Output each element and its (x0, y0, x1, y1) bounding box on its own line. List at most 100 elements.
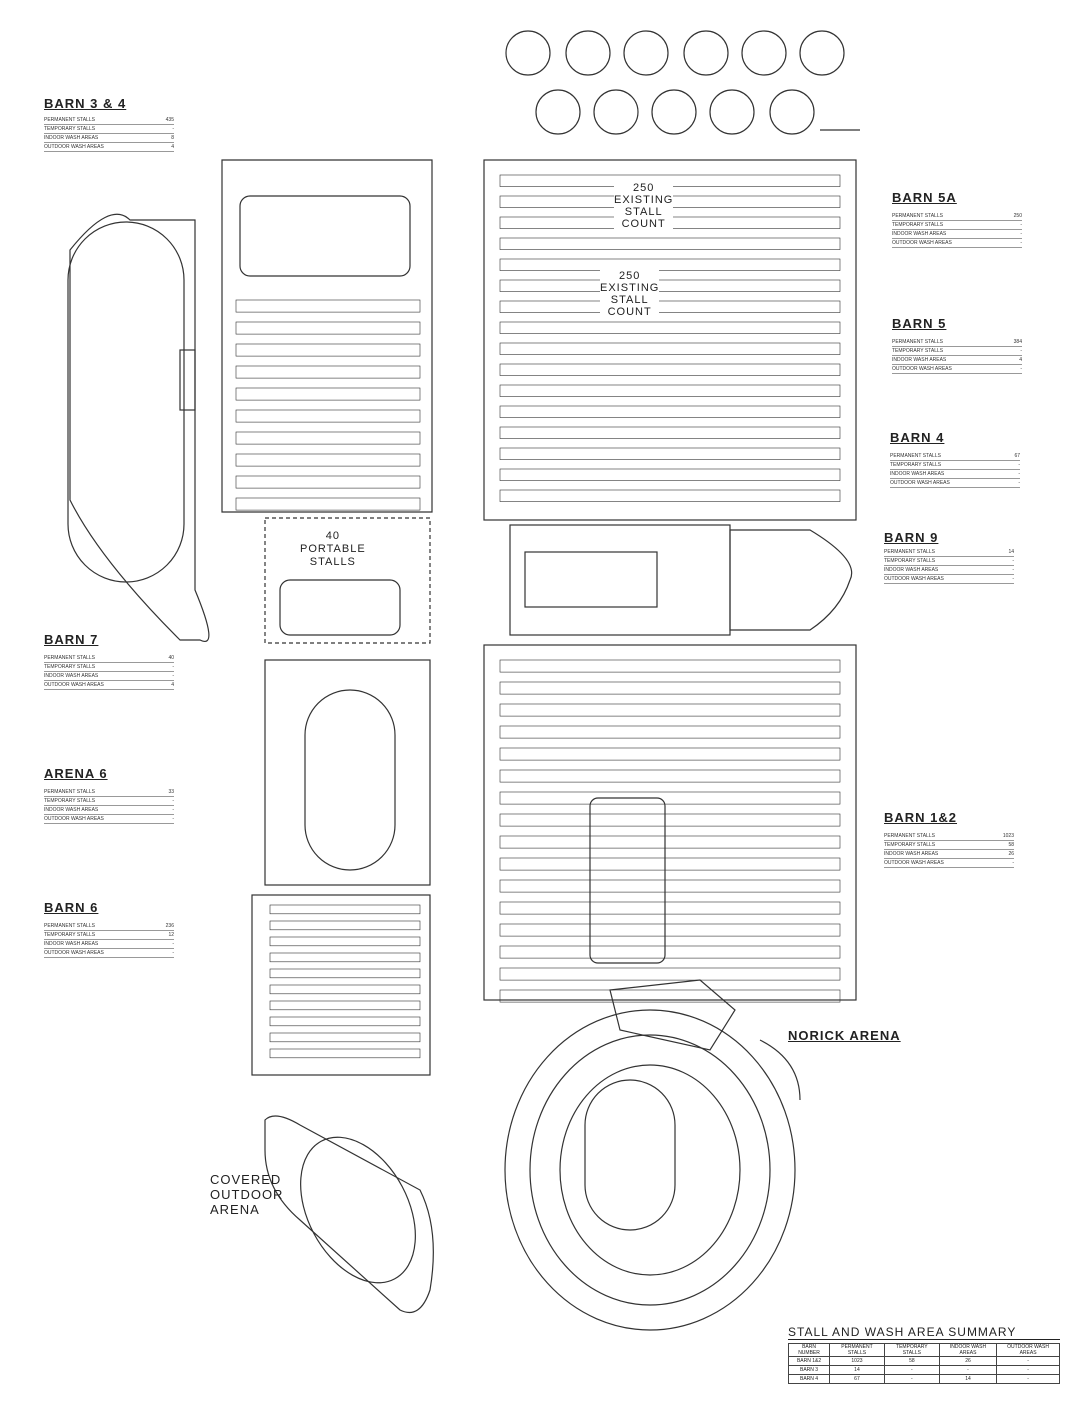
portable-area (264, 517, 431, 644)
legend-row: INDOOR WASH AREAS 8 (44, 134, 174, 143)
legend-value: - (172, 816, 174, 822)
legend-label: PERMANENT STALLS (884, 833, 935, 839)
left-arena-track (67, 221, 185, 583)
legend-label: TEMPORARY STALLS (884, 558, 936, 564)
table-cell: 26 (938, 1356, 998, 1366)
table-cell: 14 (938, 1374, 998, 1384)
legend-value: 8 (171, 135, 174, 141)
legend-value: - (1020, 348, 1022, 354)
legend-value: - (172, 807, 174, 813)
legend-label: INDOOR WASH AREAS (884, 567, 939, 573)
stall-row (269, 1016, 421, 1027)
legend-value: - (1018, 471, 1020, 477)
stall-row (499, 258, 841, 271)
summary-header: INDOOR WASH AREAS (938, 1343, 998, 1357)
legend-row: TEMPORARY STALLS- (892, 221, 1022, 230)
west-block (221, 159, 433, 513)
legend-label: PERMANENT STALLS (890, 453, 941, 459)
legend-row: TEMPORARY STALLS- (890, 461, 1020, 470)
stall-row (499, 835, 841, 849)
stall-row (499, 747, 841, 761)
table-cell: BARN 1&2 (787, 1356, 831, 1366)
legend-label: INDOOR WASH AREAS (44, 807, 99, 813)
legend-value: 4 (171, 144, 174, 150)
legend-value: - (172, 673, 174, 679)
legend-row: OUTDOOR WASH AREAS- (44, 949, 174, 958)
legend-value: 33 (168, 789, 174, 795)
stall-row (499, 342, 841, 355)
summary-title: STALL AND WASH AREA SUMMARY (788, 1325, 1060, 1340)
stall-row (499, 279, 841, 292)
stall-row (499, 489, 841, 502)
barn-1-2-title: BARN 1&2 (884, 810, 958, 825)
legend-row: OUTDOOR WASH AREAS- (892, 365, 1022, 374)
legend-value: - (172, 126, 174, 132)
legend-label: INDOOR WASH AREAS (892, 357, 947, 363)
legend-row: INDOOR WASH AREAS- (884, 566, 1014, 575)
legend-value: 26 (1008, 851, 1014, 857)
stall-row (269, 1032, 421, 1043)
legend-value: - (1020, 222, 1022, 228)
summary-header: TEMPORARY STALLS (883, 1343, 940, 1357)
stall-row (499, 681, 841, 695)
legend-value: - (172, 941, 174, 947)
legend-row: OUTDOOR WASH AREAS- (884, 859, 1014, 868)
legend-row: INDOOR WASH AREAS- (892, 230, 1022, 239)
stall-row (499, 901, 841, 915)
stall-row (269, 904, 421, 915)
summary-header: PERMANENT STALLS (829, 1343, 885, 1357)
barn-5-title: BARN 5 (892, 316, 947, 331)
stall-row (269, 984, 421, 995)
west-stall-rows (235, 299, 421, 511)
table-cell: - (883, 1374, 940, 1384)
stall-row (499, 703, 841, 717)
legend-label: TEMPORARY STALLS (44, 798, 96, 804)
norick-arena-outer (504, 1009, 796, 1331)
legend-value: 58 (1008, 842, 1014, 848)
legend-label: PERMANENT STALLS (44, 789, 95, 795)
tree-circles (505, 30, 860, 135)
legend-label: INDOOR WASH AREAS (44, 135, 99, 141)
legend-label: OUTDOOR WASH AREAS (892, 366, 952, 372)
summary-header: OUTDOOR WASH AREAS (996, 1343, 1060, 1357)
barn-4-title: BARN 4 (890, 430, 945, 445)
stall-row (235, 299, 421, 313)
legend-value: - (1018, 480, 1020, 486)
stall-row (235, 497, 421, 511)
stall-row (269, 920, 421, 931)
legend-label: OUTDOOR WASH AREAS (44, 950, 104, 956)
legend-row: TEMPORARY STALLS- (44, 663, 174, 672)
stall-row (269, 952, 421, 963)
stall-row (499, 447, 841, 460)
legend-label: OUTDOOR WASH AREAS (884, 576, 944, 582)
covered-outdoor-arena (264, 1115, 434, 1314)
barn-5a-title: BARN 5A (892, 190, 957, 205)
legend-value: 250 (1013, 213, 1022, 219)
stall-row (499, 879, 841, 893)
stall-row (235, 387, 421, 401)
stall-row (499, 791, 841, 805)
legend-value: - (1020, 240, 1022, 246)
legend-label: PERMANENT STALLS (44, 117, 95, 123)
legend-value: - (172, 664, 174, 670)
stall-row (499, 468, 841, 481)
legend-row: INDOOR WASH AREAS- (890, 470, 1020, 479)
legend-row: OUTDOOR WASH AREAS- (890, 479, 1020, 488)
stall-row (235, 453, 421, 467)
stall-row (499, 923, 841, 937)
legend-value: 67 (1014, 453, 1020, 459)
legend-value: 384 (1013, 339, 1022, 345)
legend-label: INDOOR WASH AREAS (44, 941, 99, 947)
stall-row (235, 431, 421, 445)
legend-label: TEMPORARY STALLS (44, 126, 96, 132)
